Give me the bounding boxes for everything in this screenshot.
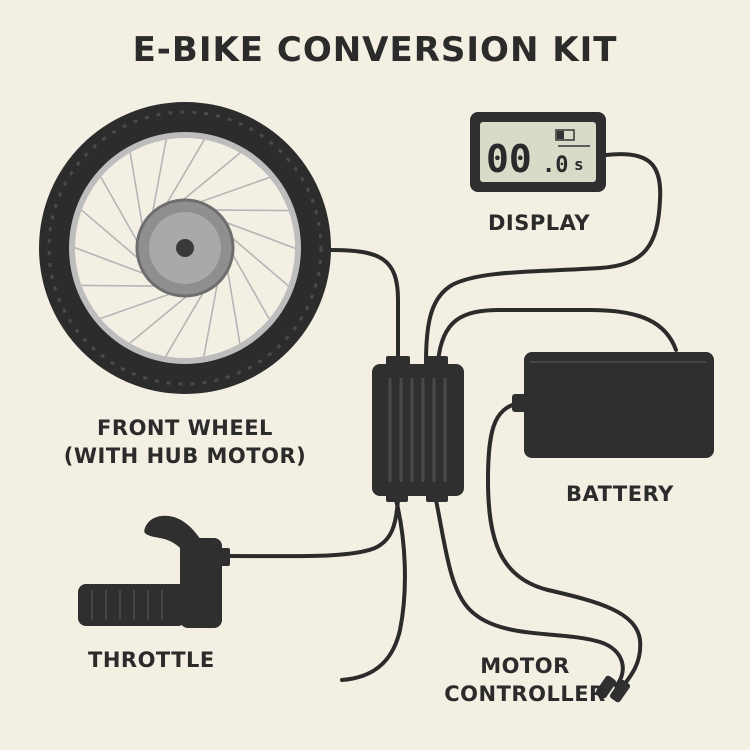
throttle-clamp [218,548,230,566]
loose-cable-left [340,498,407,682]
battery-body [524,352,714,458]
display-label: DISPLAY [488,211,591,235]
motor-controller-label: MOTOR CONTROLLER [440,652,610,708]
battery-level-icon [555,129,575,141]
spoke [165,285,208,357]
spoke [100,176,142,249]
throttle [78,515,230,628]
loose-cable-right [434,498,625,688]
battery-cable [436,308,678,364]
spoke [162,139,205,211]
throttle-cable [224,498,400,559]
cables [224,152,678,692]
spoke [150,139,167,220]
display-cable [424,152,663,364]
lcd-unit: s [574,155,584,174]
wheel-cable [328,248,400,364]
spoke [228,247,270,320]
motor-controller-label-line1: MOTOR [480,654,570,678]
battery-label: BATTERY [566,482,674,506]
spoke [81,209,145,264]
throttle-grip [78,584,186,626]
lcd-decimal-readout: .0 [542,153,569,178]
spoke [176,152,241,206]
spoke [203,276,220,357]
lcd-screen [480,122,596,182]
grip-ridges [91,590,163,620]
spoke [100,290,178,320]
motor-controller [372,356,464,502]
motor-controller-label-line2: CONTROLLER [444,682,606,706]
front-wheel-label: FRONT WHEEL (WITH HUB MOTOR) [40,414,330,470]
lcd-main-readout: 00 [486,137,532,181]
throttle-label: THROTTLE [88,648,215,672]
hub-axle [176,239,194,257]
diagram-title: E-BIKE CONVERSION KIT [132,30,618,70]
lcd-display: 00 .0 s [470,112,606,192]
wheel-spokes [74,139,296,357]
spoke [218,218,296,249]
spoke [206,209,289,212]
controller-body [372,364,464,496]
spoke [74,247,152,278]
controller-heat-fins [388,378,447,482]
throttle-housing [180,538,222,628]
spoke [129,290,194,344]
spoke [81,284,164,287]
connector-tip-left [595,675,617,699]
connector-tip-right [609,679,631,703]
spoke [225,262,241,344]
spoke [192,176,270,206]
spoke [129,152,145,234]
battery-output-cable [485,400,643,692]
front-wheel-label-line1: FRONT WHEEL [97,416,273,440]
battery [512,352,714,458]
front-wheel-label-line2: (WITH HUB MOTOR) [63,444,307,468]
cable-connectors [595,675,631,703]
front-wheel [39,102,331,394]
spoke [225,232,289,287]
